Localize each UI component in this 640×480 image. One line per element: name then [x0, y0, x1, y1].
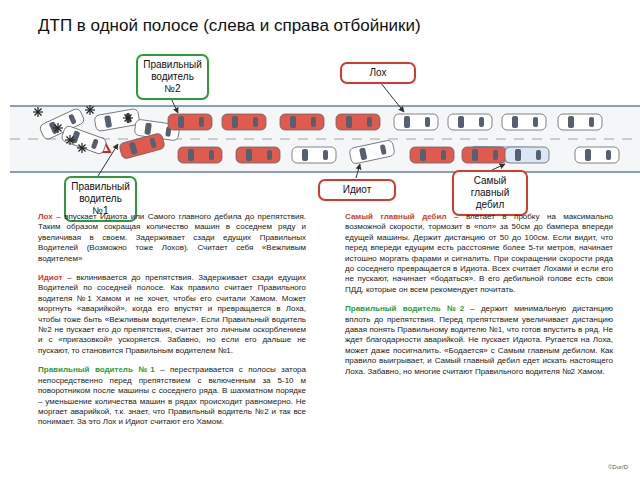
- role-description: – держит минимальную дистанцию вплоть до…: [345, 304, 613, 375]
- car: [410, 147, 454, 163]
- car: [168, 114, 212, 130]
- callout-red: Самый главный дебил: [452, 170, 528, 216]
- leader-line: [98, 144, 118, 176]
- diagram-title: ДТП в одной полосе (слева и справа отбой…: [38, 16, 421, 36]
- car: [462, 147, 506, 163]
- car: [94, 108, 140, 131]
- description-paragraph: Идиот – вклинивается до препятствия. Зад…: [38, 273, 306, 356]
- car: [280, 114, 324, 130]
- car: [394, 114, 438, 130]
- road-surface: [10, 106, 640, 172]
- role-description: – влетает в пробку на максимально возмож…: [345, 212, 613, 294]
- car: [505, 147, 549, 163]
- callout-text: Правильный водитель №2: [142, 59, 203, 95]
- callout-text: Лох: [346, 67, 410, 79]
- barrier: [10, 105, 640, 107]
- car: [336, 114, 380, 130]
- car: [558, 114, 602, 130]
- car: [575, 147, 619, 163]
- barrier: [10, 171, 640, 173]
- text-column: Самый главный дебил – влетает в пробку н…: [345, 212, 613, 386]
- leader-line: [356, 164, 360, 178]
- car: [178, 147, 222, 163]
- callout-red: Идиот: [318, 179, 396, 201]
- role-name: Правильный водитель №2: [345, 304, 464, 313]
- role-name: Правильный водитель №1: [38, 365, 155, 374]
- car: [349, 140, 395, 165]
- description-paragraph: Правильный водитель №2 – держит минималь…: [345, 304, 613, 377]
- cars: [39, 107, 619, 164]
- car: [292, 147, 336, 163]
- role-name: Лох: [38, 212, 53, 221]
- callout-green: Правильный водитель №2: [136, 54, 209, 100]
- role-name: Идиот: [38, 273, 62, 282]
- callout-text: Правильный водитель №1: [70, 181, 131, 217]
- car: [119, 133, 166, 160]
- car: [448, 114, 492, 130]
- role-description: – впускает Идиота или Самого главного де…: [38, 212, 306, 263]
- leader-line: [380, 82, 404, 112]
- description-paragraph: Самый главный дебил – влетает в пробку н…: [345, 212, 613, 295]
- callout-text: Идиот: [324, 184, 390, 196]
- description-paragraph: Правильный водитель №1 – перестраивается…: [38, 365, 306, 427]
- role-name: Самый главный дебил: [345, 212, 447, 221]
- crash-stars: [33, 105, 133, 153]
- role-description: – перестраивается с полосы затора непоср…: [38, 365, 306, 426]
- description-paragraph: Лох – впускает Идиота или Самого главног…: [38, 212, 306, 264]
- callout-text: Самый главный дебил: [458, 175, 522, 211]
- watermark: ©Dur/D: [608, 464, 628, 470]
- callout-red: Лох: [340, 62, 416, 84]
- car: [222, 114, 266, 130]
- car: [502, 114, 546, 130]
- role-description: – вклинивается до препятствия. Задержива…: [38, 273, 306, 355]
- car: [236, 147, 280, 163]
- text-column: Лох – впускает Идиота или Самого главног…: [38, 212, 306, 437]
